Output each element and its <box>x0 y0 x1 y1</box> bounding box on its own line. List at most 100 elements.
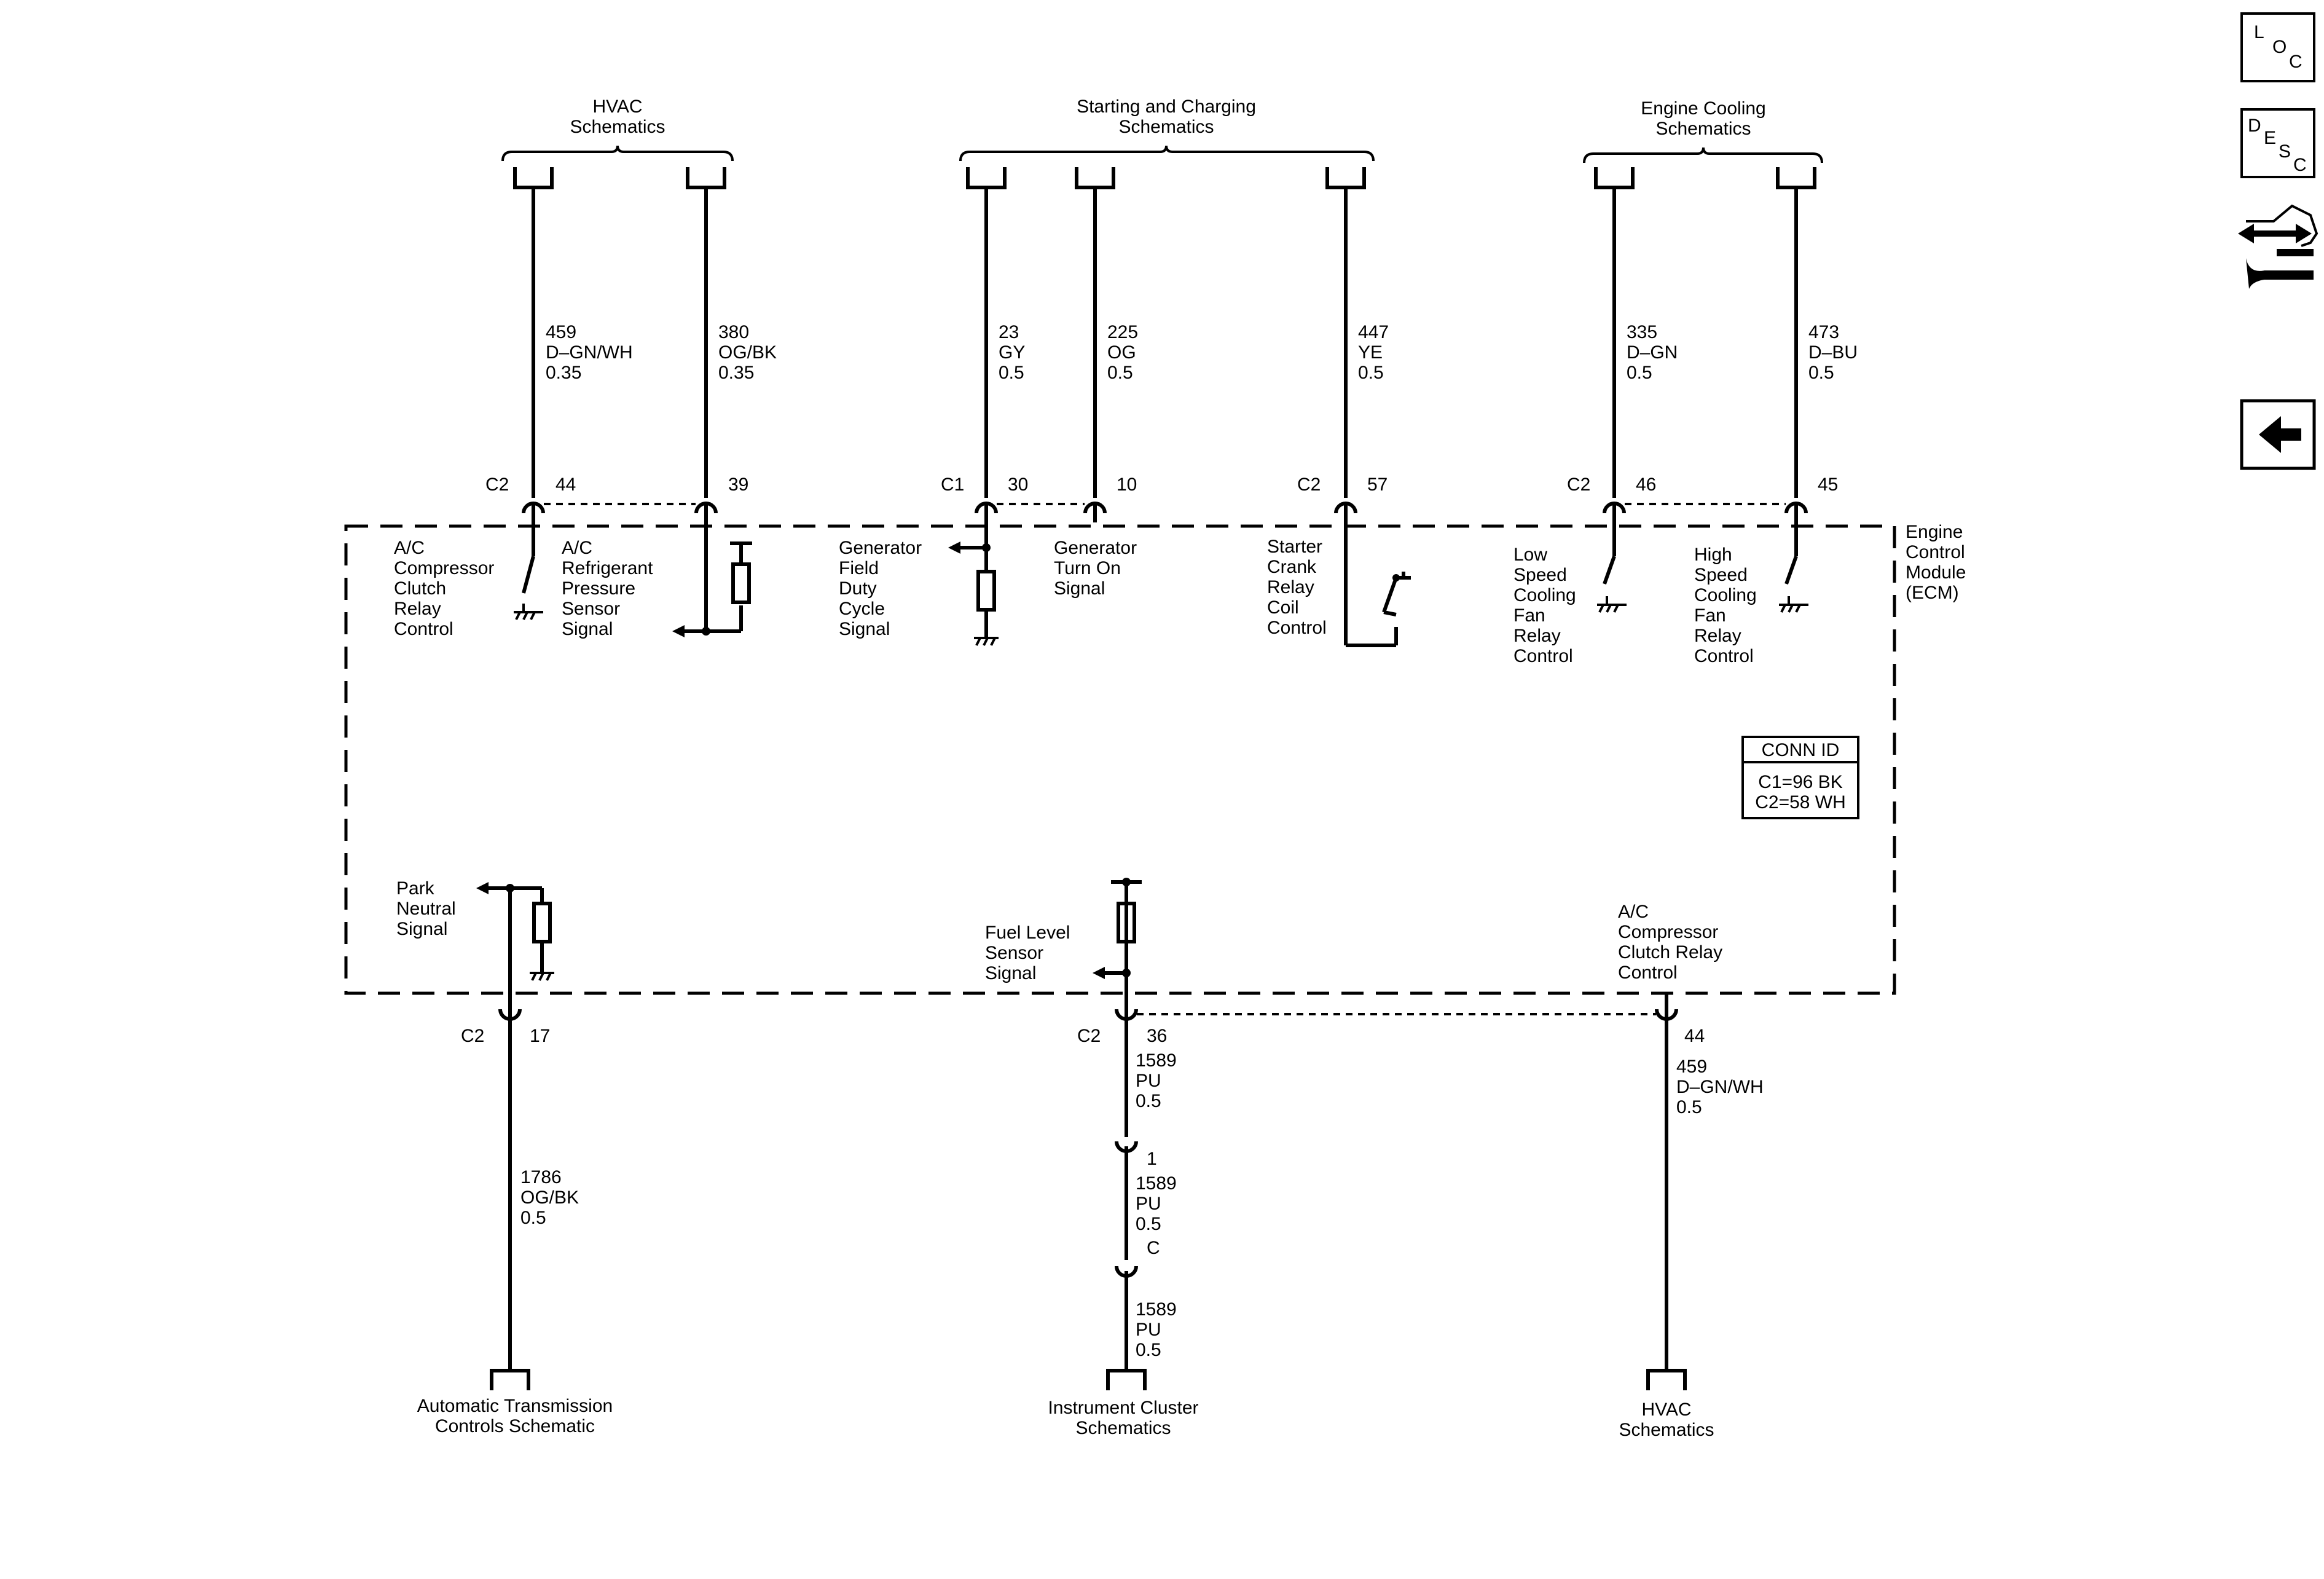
starter-relay-label: Starter Crank Relay Coil Control <box>1267 537 1327 638</box>
svg-text:PU: PU <box>1136 1320 1161 1340</box>
svg-text:1589: 1589 <box>1136 1050 1177 1071</box>
pin-label-c2-57-conn: C2 <box>1297 474 1321 495</box>
fuel-level-label: Fuel Level Sensor Signal <box>985 923 1070 983</box>
svg-text:Schematics: Schematics <box>1075 1418 1171 1438</box>
cooling-top-title-line2: Schematics <box>1655 119 1751 139</box>
svg-text:Control: Control <box>1618 963 1678 983</box>
hvac-top-title-line2: Schematics <box>570 117 665 137</box>
svg-text:Automatic Transmission: Automatic Transmission <box>417 1396 613 1416</box>
wire-225-gauge: 0.5 <box>1107 363 1133 383</box>
high-fan-label: High Speed Cooling Fan Relay Control <box>1694 545 1757 666</box>
svg-text:S: S <box>2279 141 2291 162</box>
svg-text:Cooling: Cooling <box>1694 585 1757 605</box>
engine-cooling-top-reference[interactable]: Engine Cooling Schematics <box>1583 98 1823 163</box>
conn-id-frame <box>1741 736 1859 819</box>
pin-label-46: 46 <box>1636 474 1656 495</box>
svg-text:Sensor: Sensor <box>562 599 620 619</box>
svg-text:L: L <box>2254 22 2264 42</box>
cooling-top-brace <box>1583 147 1823 163</box>
svg-text:Signal: Signal <box>985 963 1036 983</box>
svg-text:Speed: Speed <box>1513 565 1567 585</box>
svg-text:Field: Field <box>839 558 879 578</box>
conn-id-c1: C1=96 BK <box>1758 772 1843 792</box>
terminal-473 <box>1776 167 1816 189</box>
pin-label-c1-conn: C1 <box>941 474 964 495</box>
svg-text:Clutch: Clutch <box>394 578 446 599</box>
svg-text:Coil: Coil <box>1267 597 1299 618</box>
cluster-bottom-reference[interactable]: Instrument Cluster Schematics <box>1048 1398 1198 1438</box>
wire-label-380: 380 OG/BK 0.35 <box>718 322 777 383</box>
loc-button[interactable]: L O C <box>2240 12 2315 82</box>
terminal-225 <box>1075 167 1115 189</box>
svg-text:Fan: Fan <box>1694 605 1726 626</box>
ac-clutch-relay-label: A/C Compressor Clutch Relay Control <box>394 538 494 639</box>
wire-label-447: 447 YE 0.5 <box>1358 322 1389 383</box>
svg-text:E: E <box>2264 128 2276 148</box>
pin-label-57: 57 <box>1367 474 1388 495</box>
desc-button[interactable]: D E S C <box>2240 108 2315 178</box>
starting-charging-top-reference[interactable]: Starting and Charging Schematics <box>959 96 1375 162</box>
svg-text:Refrigerant: Refrigerant <box>562 558 653 578</box>
connector-tools-icon[interactable] <box>2238 204 2318 289</box>
ac-pressure-sensor-label: A/C Refrigerant Pressure Sensor Signal <box>562 538 653 639</box>
svg-text:C2: C2 <box>1077 1026 1101 1046</box>
top-connector-arches <box>522 502 1808 522</box>
bottom-connector-arches <box>498 993 1678 1021</box>
terminal-bottom-1786 <box>490 1369 530 1390</box>
svg-text:C: C <box>1147 1238 1160 1258</box>
hvac-bottom-reference[interactable]: HVAC Schematics <box>1619 1400 1714 1440</box>
arch-57 <box>1334 502 1357 514</box>
top-terminals <box>513 167 1816 189</box>
trans-bottom-reference[interactable]: Automatic Transmission Controls Schemati… <box>417 1396 613 1436</box>
svg-text:0.5: 0.5 <box>1136 1214 1161 1234</box>
inline-connector-c <box>1115 1266 1138 1278</box>
svg-text:D–GN/WH: D–GN/WH <box>1676 1077 1764 1097</box>
svg-text:D: D <box>2248 116 2261 136</box>
svg-text:Pressure: Pressure <box>562 578 635 599</box>
wire-459-circuit: 459 <box>546 322 576 342</box>
fuel-level-circuit <box>1093 878 1142 1008</box>
wire-459-color: D–GN/WH <box>546 342 633 363</box>
arch-44 <box>522 502 545 514</box>
svg-text:C: C <box>2293 155 2307 175</box>
svg-text:Signal: Signal <box>1054 578 1105 599</box>
terminal-459 <box>513 167 554 189</box>
wire-23-color: GY <box>999 342 1025 363</box>
wire-447-color: YE <box>1358 342 1383 363</box>
arch-30 <box>975 502 998 514</box>
svg-text:Cooling: Cooling <box>1513 585 1576 605</box>
top-wire-labels: 459 D–GN/WH 0.35 380 OG/BK 0.35 23 GY 0.… <box>546 322 1858 383</box>
arch-46 <box>1603 502 1626 514</box>
arch-39 <box>694 502 718 514</box>
wire-label-23: 23 GY 0.5 <box>999 322 1025 383</box>
bottom-wire-labels: 1786 OG/BK 0.5 1589 PU 0.5 1 1589 PU 0.5… <box>520 1050 1764 1360</box>
pin-label-44: 44 <box>555 474 576 495</box>
arch-10 <box>1083 502 1107 514</box>
svg-text:Relay: Relay <box>1513 626 1561 646</box>
svg-text:PU: PU <box>1136 1194 1161 1214</box>
svg-text:Instrument Cluster: Instrument Cluster <box>1048 1398 1198 1418</box>
svg-text:OG/BK: OG/BK <box>520 1187 579 1208</box>
wire-447-circuit: 447 <box>1358 322 1389 342</box>
module-name-line3: Module <box>1906 562 1966 583</box>
pin-label-45: 45 <box>1818 474 1838 495</box>
bottom-terminals <box>490 1369 1687 1390</box>
module-name: Engine Control Module (ECM) <box>1906 522 1966 603</box>
svg-text:A/C: A/C <box>562 538 592 558</box>
terminal-bottom-1589 <box>1106 1369 1147 1390</box>
svg-text:Duty: Duty <box>839 578 877 599</box>
back-button[interactable] <box>2240 399 2316 470</box>
hvac-top-reference[interactable]: HVAC Schematics <box>501 96 734 162</box>
svg-text:Control: Control <box>1267 618 1327 638</box>
park-neutral-circuit <box>476 882 554 1008</box>
svg-text:36: 36 <box>1147 1026 1167 1046</box>
svg-text:Crank: Crank <box>1267 557 1317 577</box>
wire-335-color: D–GN <box>1627 342 1678 363</box>
wire-335-gauge: 0.5 <box>1627 363 1652 383</box>
wire-label-225: 225 OG 0.5 <box>1107 322 1138 383</box>
svg-text:1: 1 <box>1147 1149 1157 1169</box>
wire-459-gauge: 0.35 <box>546 363 581 383</box>
wire-225-color: OG <box>1107 342 1136 363</box>
svg-text:0.5: 0.5 <box>1136 1340 1161 1360</box>
terminal-335 <box>1594 167 1635 189</box>
